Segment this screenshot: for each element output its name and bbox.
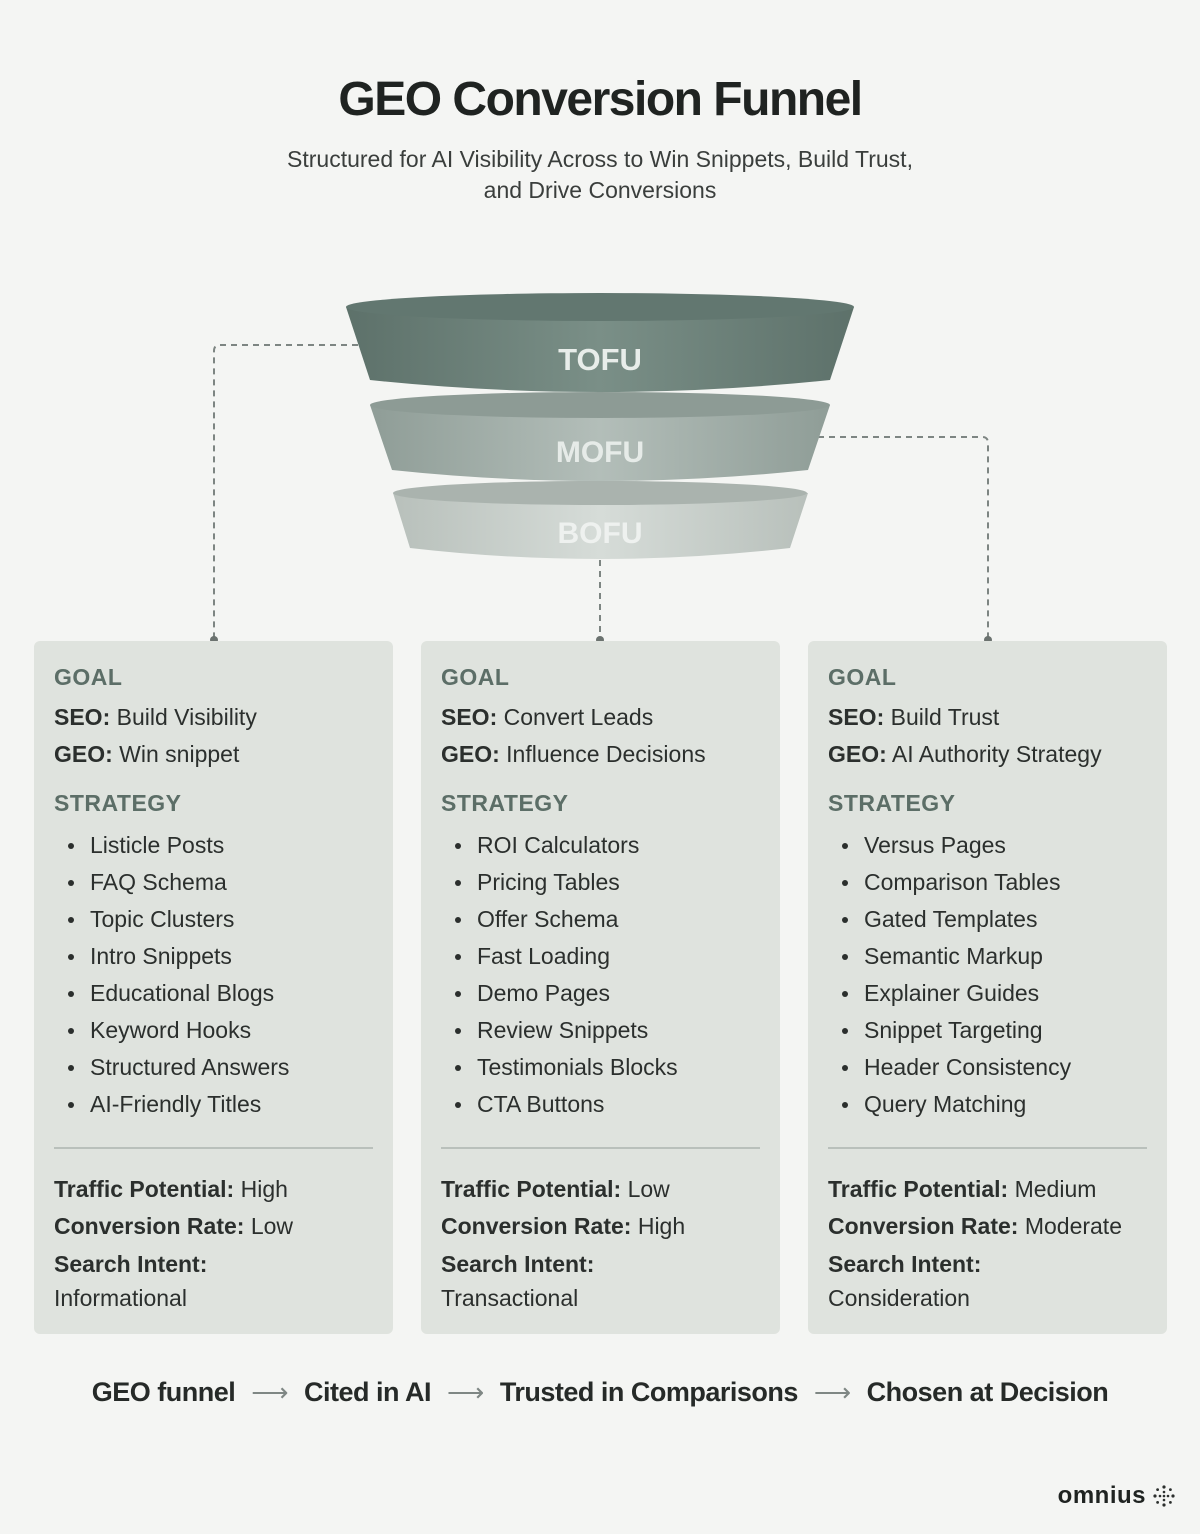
list-item: Educational Blogs — [68, 975, 373, 1012]
mofu-label: MOFU — [556, 436, 644, 469]
list-item: AI-Friendly Titles — [68, 1086, 373, 1123]
flow-step-geo-funnel: GEO funnel — [91, 1377, 236, 1407]
goal-block: SEO: Convert Leads GEO: Influence Decisi… — [441, 699, 760, 773]
search-intent-label: Search Intent: — [54, 1251, 208, 1277]
metrics: Traffic Potential: Low Conversion Rate: … — [441, 1171, 760, 1315]
list-item: Fast Loading — [455, 938, 760, 975]
traffic-potential: Traffic Potential: Low — [441, 1176, 670, 1202]
list-item: Intro Snippets — [68, 938, 373, 975]
list-item: Snippet Targeting — [842, 1012, 1147, 1049]
brand-logo: omnius — [1058, 1482, 1176, 1510]
metrics: Traffic Potential: Medium Conversion Rat… — [828, 1171, 1147, 1315]
seo-goal: SEO: Build Visibility — [54, 704, 257, 730]
geo-goal: GEO: Win snippet — [54, 741, 240, 767]
strategy-list: ROI Calculators Pricing Tables Offer Sch… — [441, 827, 760, 1123]
list-item: Listicle Posts — [68, 827, 373, 864]
traffic-potential: Traffic Potential: Medium — [828, 1176, 1097, 1202]
bofu-connector — [596, 560, 604, 644]
list-item: CTA Buttons — [455, 1086, 760, 1123]
bofu-card: GOAL SEO: Build Trust GEO: AI Authority … — [808, 641, 1167, 1334]
flow-step-chosen: Chosen at Decision — [866, 1377, 1109, 1407]
list-item: Pricing Tables — [455, 864, 760, 901]
search-intent-value: Transactional — [441, 1285, 579, 1311]
list-item: ROI Calculators — [455, 827, 760, 864]
list-item: Demo Pages — [455, 975, 760, 1012]
search-intent-value: Informational — [54, 1285, 187, 1311]
strategy-heading: STRATEGY — [441, 790, 569, 816]
traffic-potential: Traffic Potential: High — [54, 1176, 288, 1202]
list-item: Query Matching — [842, 1086, 1147, 1123]
tofu-connector — [210, 344, 358, 644]
divider — [54, 1147, 373, 1149]
search-intent-value: Consideration — [828, 1285, 970, 1311]
list-item: Topic Clusters — [68, 901, 373, 938]
strategy-heading: STRATEGY — [828, 790, 956, 816]
flow-step-trusted: Trusted in Comparisons — [499, 1377, 799, 1407]
list-item: Semantic Markup — [842, 938, 1147, 975]
seo-goal: SEO: Convert Leads — [441, 704, 654, 730]
bofu-label: BOFU — [558, 517, 643, 550]
metrics: Traffic Potential: High Conversion Rate:… — [54, 1171, 373, 1315]
geo-goal: GEO: AI Authority Strategy — [828, 741, 1102, 767]
list-item: Offer Schema — [455, 901, 760, 938]
divider — [828, 1147, 1147, 1149]
goal-heading: GOAL — [828, 664, 897, 690]
goal-block: SEO: Build Visibility GEO: Win snippet — [54, 699, 373, 773]
geo-goal: GEO: Influence Decisions — [441, 741, 706, 767]
tofu-tier: TOFU — [346, 293, 854, 392]
search-intent-label: Search Intent: — [441, 1251, 595, 1277]
list-item: Header Consistency — [842, 1049, 1147, 1086]
list-item: Review Snippets — [455, 1012, 760, 1049]
mofu-tier: MOFU — [370, 392, 830, 481]
bofu-tier: BOFU — [393, 480, 808, 559]
tofu-card: GOAL SEO: Build Visibility GEO: Win snip… — [34, 641, 393, 1334]
mofu-connector — [818, 436, 992, 644]
list-item: Keyword Hooks — [68, 1012, 373, 1049]
list-item: FAQ Schema — [68, 864, 373, 901]
seo-goal: SEO: Build Trust — [828, 704, 1000, 730]
conversion-rate: Conversion Rate: Low — [54, 1213, 294, 1239]
list-item: Comparison Tables — [842, 864, 1147, 901]
divider — [441, 1147, 760, 1149]
list-item: Explainer Guides — [842, 975, 1147, 1012]
subtitle-line-2: and Drive Conversions — [483, 177, 717, 203]
goal-block: SEO: Build Trust GEO: AI Authority Strat… — [828, 699, 1147, 773]
funnel-diagram: BOFU MOFU TOFU — [210, 293, 992, 644]
page-title: GEO Conversion Funnel — [338, 73, 863, 126]
goal-heading: GOAL — [441, 664, 510, 690]
goal-heading: GOAL — [54, 664, 123, 690]
list-item: Testimonials Blocks — [455, 1049, 760, 1086]
mofu-card: GOAL SEO: Convert Leads GEO: Influence D… — [421, 641, 780, 1334]
conversion-rate: Conversion Rate: Moderate — [828, 1213, 1122, 1239]
strategy-heading: STRATEGY — [54, 790, 182, 816]
conversion-rate: Conversion Rate: High — [441, 1213, 686, 1239]
funnel-flow: GEO funnel ⟶ Cited in AI ⟶ Trusted in Co… — [0, 1377, 1200, 1408]
logo-text: omnius — [1057, 1482, 1146, 1509]
strategy-list: Versus Pages Comparison Tables Gated Tem… — [828, 827, 1147, 1123]
arrow-right-icon: ⟶ — [813, 1377, 851, 1407]
tofu-label: TOFU — [558, 342, 642, 377]
page-subtitle: Structured for AI Visibility Across to W… — [240, 144, 960, 206]
list-item: Versus Pages — [842, 827, 1147, 864]
arrow-right-icon: ⟶ — [251, 1377, 289, 1407]
subtitle-line-1: Structured for AI Visibility Across to W… — [287, 146, 913, 172]
strategy-list: Listicle Posts FAQ Schema Topic Clusters… — [54, 827, 373, 1123]
flow-step-cited-in-ai: Cited in AI — [304, 1377, 432, 1407]
arrow-right-icon: ⟶ — [447, 1377, 484, 1407]
list-item: Structured Answers — [68, 1049, 373, 1086]
logo-mark-icon — [1153, 1485, 1175, 1507]
list-item: Gated Templates — [842, 901, 1147, 938]
search-intent-label: Search Intent: — [828, 1251, 982, 1277]
